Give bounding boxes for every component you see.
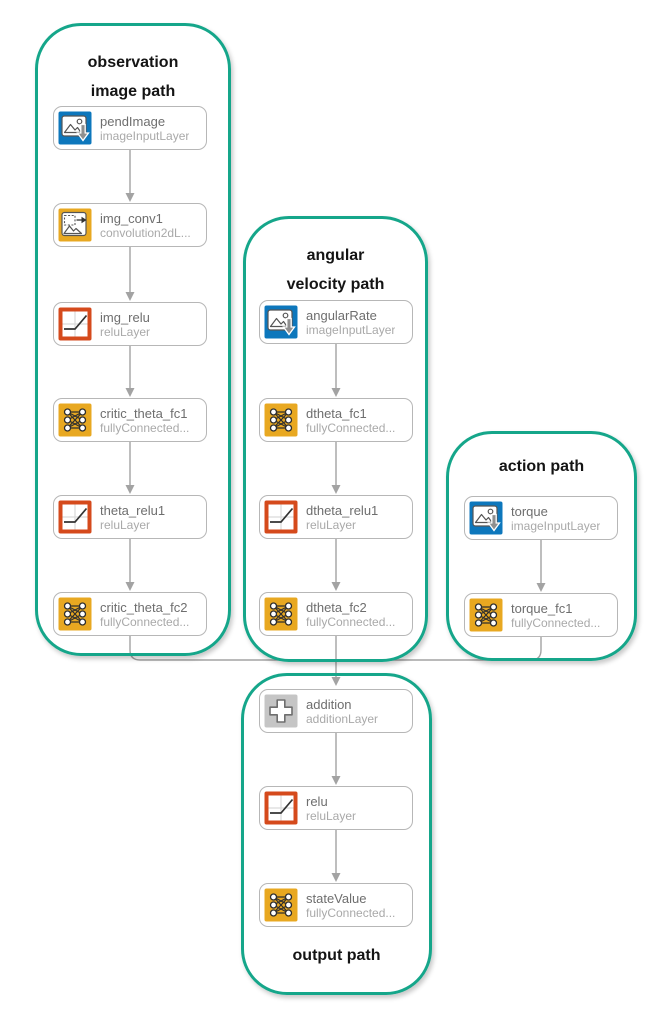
layer-name: theta_relu1 [100,502,166,518]
layer-node-img_conv1[interactable]: img_conv1 convolution2dL... [53,203,207,247]
layer-node-pendImage[interactable]: pendImage imageInputLayer [53,106,207,150]
layer-name: img_relu [100,309,150,325]
group-title-line1: observation [87,54,179,71]
layer-node-torque_fc1[interactable]: torque_fc1 fullyConnected... [464,593,618,637]
layer-type: additionLayer [306,711,379,726]
image-input-layer-icon [469,501,503,535]
group-title-line2: image path [90,83,176,100]
group-angular-velocity-path: angular velocity path [243,216,428,662]
layer-node-addition[interactable]: addition additionLayer [259,689,413,733]
layer-node-dtheta_fc2[interactable]: dtheta_fc2 fullyConnected... [259,592,413,636]
layer-node-dtheta_relu1[interactable]: dtheta_relu1 reluLayer [259,495,413,539]
layer-name: pendImage [100,113,166,129]
layer-name: stateValue [306,890,367,906]
layer-node-critic_theta_fc2[interactable]: critic_theta_fc2 fullyConnected... [53,592,207,636]
group-observation-image-path: observation image path [35,23,231,656]
relu-layer-icon [264,500,298,534]
group-title: action path [449,452,634,481]
layer-name: img_conv1 [100,210,163,226]
layer-name: relu [306,793,328,809]
image-input-layer-icon [58,111,92,145]
convolution-2d-layer-icon [58,208,92,242]
relu-layer-icon [58,500,92,534]
fully-connected-layer-icon [264,888,298,922]
layer-name: addition [306,696,352,712]
layer-name: dtheta_relu1 [306,502,379,518]
layer-type: fullyConnected... [306,420,396,435]
group-title-line1: angular [306,247,365,264]
group-title: angular velocity path [246,241,425,299]
group-output-path: output path [241,673,432,995]
fully-connected-layer-icon [264,403,298,437]
group-title: output path [244,941,429,970]
layer-type: imageInputLayer [306,322,396,337]
layer-name: dtheta_fc2 [306,599,367,615]
layer-type: fullyConnected... [100,420,190,435]
layer-node-stateValue[interactable]: stateValue fullyConnected... [259,883,413,927]
layer-node-relu[interactable]: relu reluLayer [259,786,413,830]
layer-node-theta_relu1[interactable]: theta_relu1 reluLayer [53,495,207,539]
fully-connected-layer-icon [58,403,92,437]
fully-connected-layer-icon [264,597,298,631]
layer-type: fullyConnected... [511,615,601,630]
layer-name: torque [511,503,548,519]
group-action-path: action path [446,431,637,661]
relu-layer-icon [264,791,298,825]
layer-node-angularRate[interactable]: angularRate imageInputLayer [259,300,413,344]
layer-type: convolution2dL... [100,225,191,240]
group-title-line1: action path [498,458,585,475]
layer-name: critic_theta_fc2 [100,599,188,615]
relu-layer-icon [58,307,92,341]
layer-node-dtheta_fc1[interactable]: dtheta_fc1 fullyConnected... [259,398,413,442]
layer-node-critic_theta_fc1[interactable]: critic_theta_fc1 fullyConnected... [53,398,207,442]
layer-node-torque[interactable]: torque imageInputLayer [464,496,618,540]
layer-type: reluLayer [306,808,357,823]
layer-name: critic_theta_fc1 [100,405,188,421]
layer-type: imageInputLayer [100,128,190,143]
image-input-layer-icon [264,305,298,339]
layer-name: torque_fc1 [511,600,573,616]
layer-type: reluLayer [100,517,151,532]
group-title-line2: velocity path [286,276,385,293]
fully-connected-layer-icon [469,598,503,632]
group-title-line1: output path [292,947,381,964]
layer-type: fullyConnected... [306,614,396,629]
fully-connected-layer-icon [58,597,92,631]
addition-layer-icon [264,694,298,728]
layer-type: reluLayer [306,517,357,532]
layer-node-img_relu[interactable]: img_relu reluLayer [53,302,207,346]
layer-type: fullyConnected... [100,614,190,629]
layer-type: fullyConnected... [306,905,396,920]
layer-type: reluLayer [100,324,151,339]
group-title: observation image path [38,48,228,106]
layer-type: imageInputLayer [511,518,601,533]
layer-name: angularRate [306,307,377,323]
layer-name: dtheta_fc1 [306,405,367,421]
